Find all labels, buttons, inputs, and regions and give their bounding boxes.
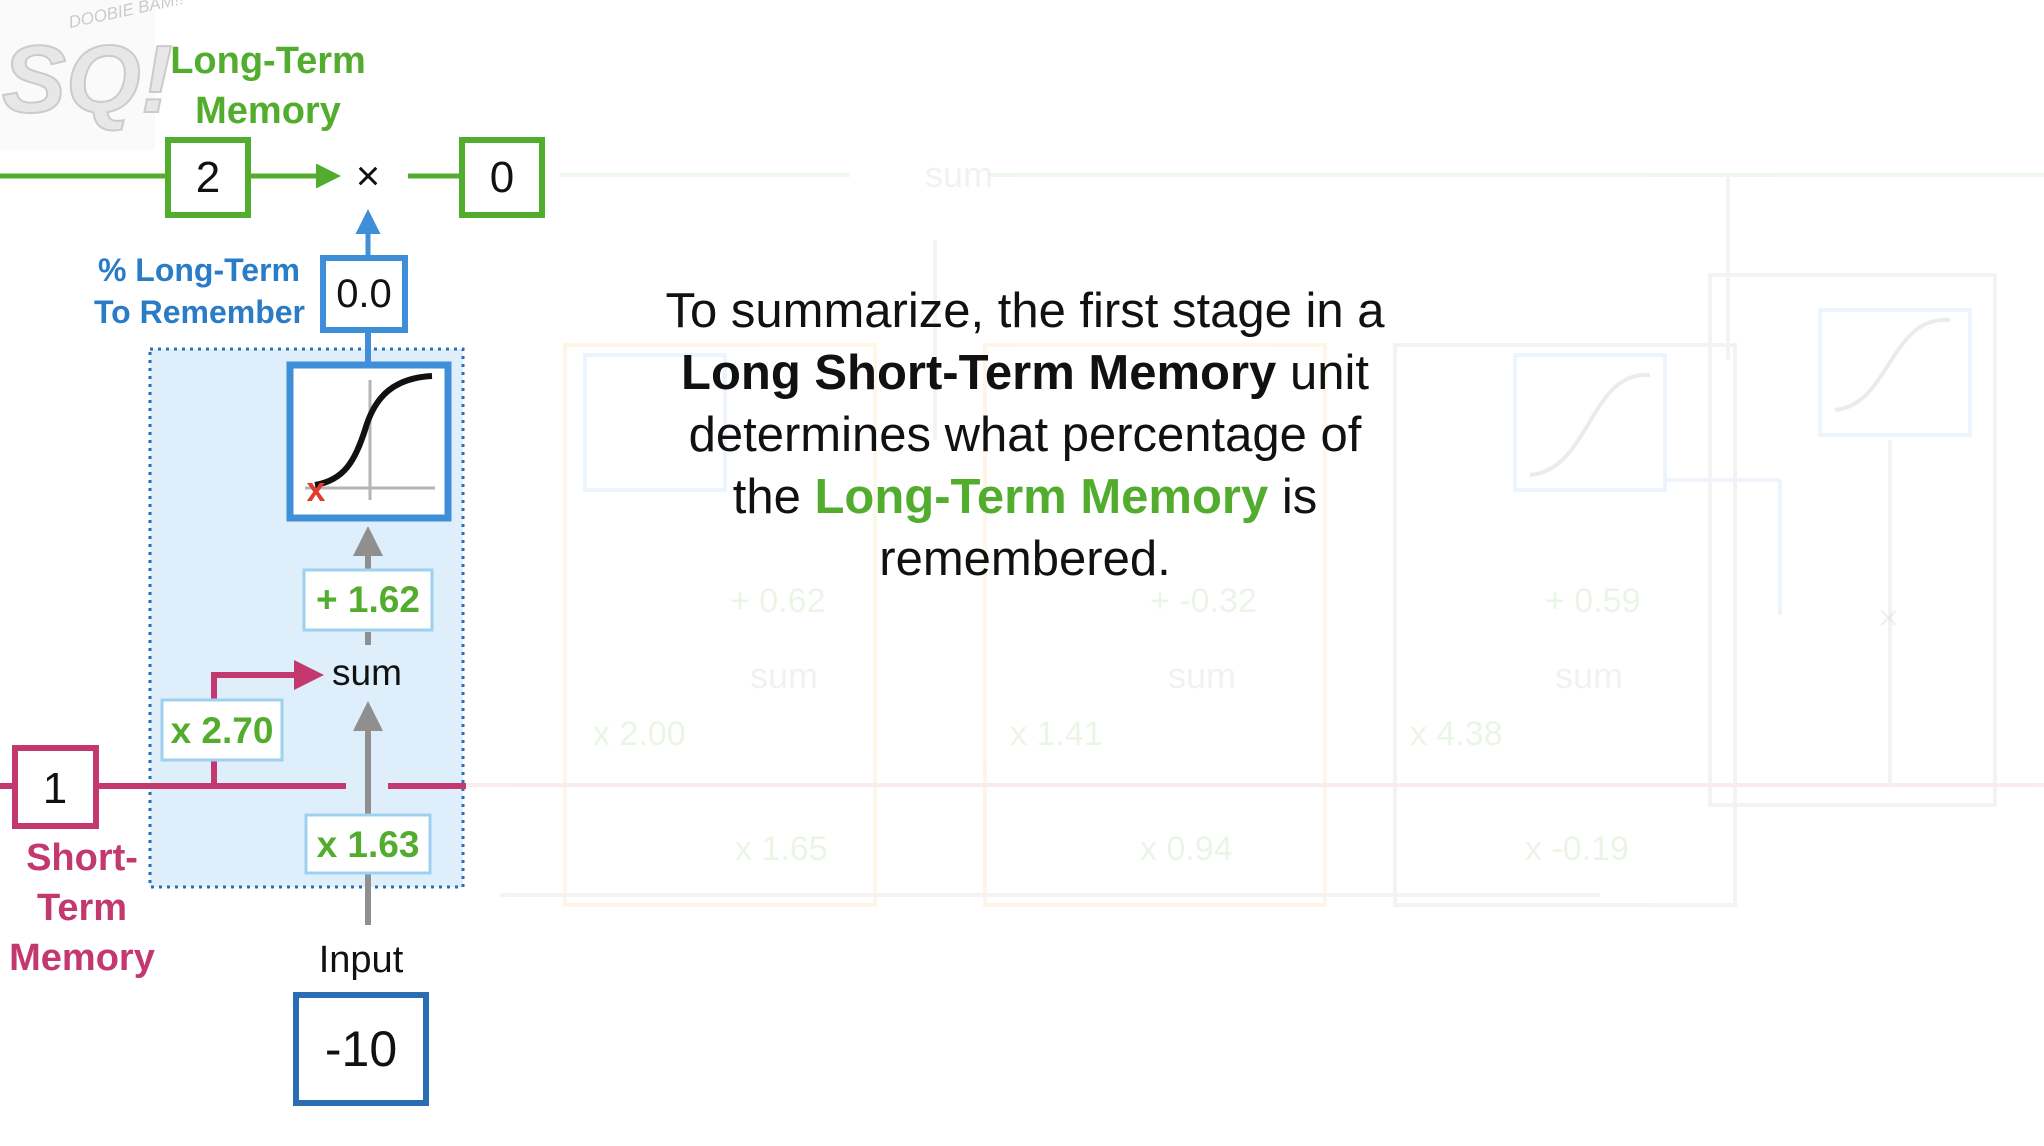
faded-sum-3: sum xyxy=(1555,655,1623,696)
multiply-symbol: × xyxy=(356,152,381,199)
faded-sum-1: sum xyxy=(750,655,818,696)
summary-line-4: the Long-Term Memory is xyxy=(640,466,1410,528)
sigmoid-curve xyxy=(314,373,433,488)
summary-part-2: unit xyxy=(1289,346,1369,400)
short-term-memory-label-2: Term xyxy=(37,887,127,929)
faded-background-diagram xyxy=(150,173,2044,907)
faded-bias-1: + 0.62 xyxy=(730,582,825,620)
faded-bias-3: + 0.59 xyxy=(1545,582,1640,620)
faded-multiply-symbol: × xyxy=(1878,597,1899,638)
summary-line-3: determines what percentage of xyxy=(640,404,1410,466)
input-weight-box xyxy=(304,813,432,875)
percent-label-1: % Long-Term xyxy=(98,252,300,288)
short-term-weight-box xyxy=(160,698,284,762)
faded-bias-2: + -0.32 xyxy=(1150,582,1257,620)
faded-input-weight-2: x 0.94 xyxy=(1140,830,1233,868)
summary-green-term: Long-Term Memory xyxy=(814,470,1269,524)
long-term-memory-output-box xyxy=(459,137,545,218)
summary-bold-term: Long Short-Term Memory xyxy=(681,346,1277,400)
percent-value-box xyxy=(320,255,408,333)
short-term-memory-label-1: Short- xyxy=(26,837,138,879)
faded-short-weight-3: x 4.38 xyxy=(1410,715,1503,753)
short-term-weight-label: x 2.70 xyxy=(171,710,274,751)
statquest-logo: SQ! DOOBIE BAM!! xyxy=(0,0,186,150)
faded-input-weight-3: x -0.19 xyxy=(1525,830,1629,868)
summary-part-5: is xyxy=(1281,470,1318,524)
short-term-memory-box xyxy=(12,745,99,829)
bias-box xyxy=(302,568,434,632)
sum-label: sum xyxy=(332,652,402,693)
long-term-memory-label-2: Memory xyxy=(195,90,341,132)
summary-part-3: determines what percentage of xyxy=(688,408,1362,462)
input-label: Input xyxy=(319,939,404,981)
summary-line-5: remembered. xyxy=(640,528,1410,590)
summary-text: To summarize, the first stage in a Long … xyxy=(640,280,1410,590)
faded-sum-2: sum xyxy=(1168,655,1236,696)
sigmoid-marker: x xyxy=(307,471,326,509)
faded-input-weight-1: x 1.65 xyxy=(735,830,828,868)
short-term-memory-label-3: Memory xyxy=(9,937,155,979)
faded-sum-top: sum xyxy=(925,154,993,195)
percent-value: 0.0 xyxy=(336,272,392,316)
long-term-memory-label-1: Long-Term xyxy=(170,40,366,82)
logo-text: SQ! xyxy=(2,26,173,133)
short-term-memory-value: 1 xyxy=(43,764,67,813)
summary-line-1: To summarize, the first stage in a xyxy=(640,280,1410,342)
faded-short-weight-1: x 2.00 xyxy=(593,715,686,753)
summary-part-4: the xyxy=(732,470,801,524)
input-value: -10 xyxy=(325,1021,397,1077)
summary-line-2: Long Short-Term Memory unit xyxy=(640,342,1410,404)
summary-part-6: remembered. xyxy=(879,532,1171,586)
long-term-memory-input-value: 2 xyxy=(196,153,220,202)
summary-part-1: To summarize, the first stage in a xyxy=(665,284,1385,338)
faded-short-weight-2: x 1.41 xyxy=(1010,715,1103,753)
long-term-memory-output-value: 0 xyxy=(490,153,514,202)
input-weight-label: x 1.63 xyxy=(317,824,420,865)
percent-label-2: To Remember xyxy=(94,294,305,330)
bias-label: + 1.62 xyxy=(316,579,420,620)
input-value-box xyxy=(293,992,429,1106)
